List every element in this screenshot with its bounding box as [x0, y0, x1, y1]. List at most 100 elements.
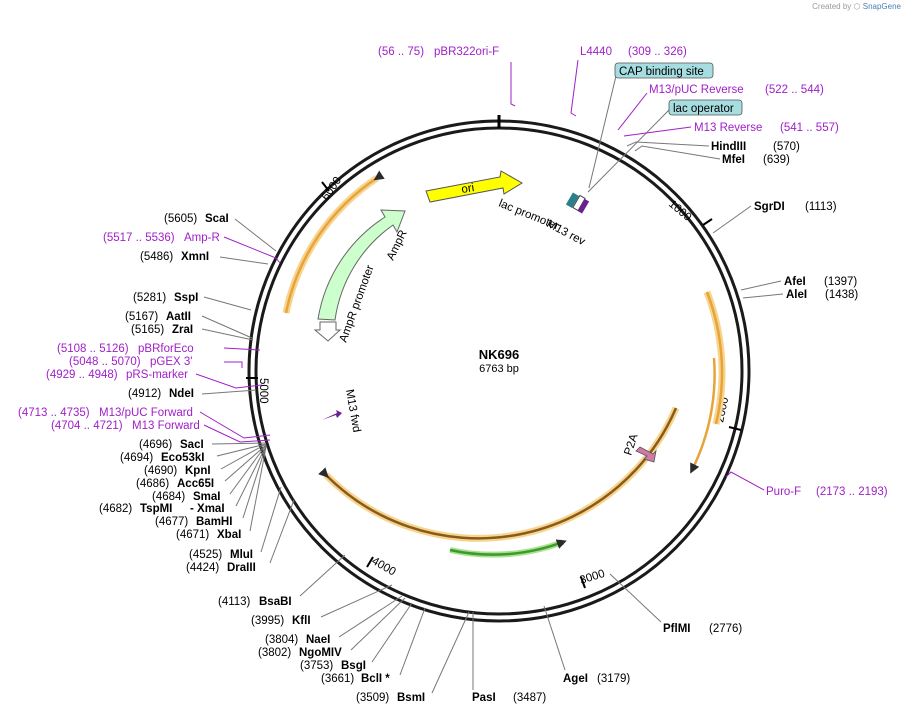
hindiii-leader — [626, 141, 710, 147]
tick-3000-mark — [580, 576, 586, 589]
pgex3-leader — [224, 361, 243, 368]
lac-promoter-feature — [565, 192, 579, 209]
l4440-range: (309 .. 326) — [628, 46, 687, 58]
bsabi-pos: (4113) — [218, 596, 251, 608]
draiii-leader — [269, 499, 295, 564]
l4440-leader — [570, 59, 579, 117]
pflmi-name: PflMI — [663, 623, 690, 635]
p2a-feature — [635, 446, 657, 463]
feature-arc-bottom — [318, 407, 678, 540]
feature-green — [449, 539, 567, 556]
xbai-name: XbaI — [217, 529, 241, 541]
agei-pos: (3179) — [597, 673, 630, 685]
tick-4000: 4000 — [370, 555, 398, 578]
ori-label: ori — [461, 182, 476, 196]
sgrdi-leader — [712, 205, 752, 234]
afei-name: AfeI — [784, 276, 806, 288]
acc65i-name: Acc65I — [177, 478, 214, 490]
afei-pos: (1397) — [824, 276, 857, 288]
ngomiv-name: NgoMIV — [299, 647, 342, 659]
bsgi-pos: (3753) — [300, 660, 333, 672]
bsmi-pos: (3509) — [356, 692, 389, 704]
scai-name: ScaI — [205, 213, 229, 225]
bsmi-leader — [431, 611, 470, 694]
sgrdi-name: SgrDI — [754, 201, 785, 213]
m13-rev-feature — [577, 198, 590, 214]
mlui-leader — [260, 486, 282, 553]
m13puc-reverse-range: (522 .. 544) — [765, 84, 824, 96]
m13puc-forward-range: (4713 .. 4735) — [18, 407, 90, 419]
amp-r-range: (5517 .. 5536) — [103, 232, 175, 244]
alei-name: AleI — [786, 289, 807, 301]
pflmi-pos: (2776) — [709, 623, 742, 635]
afei-leader — [740, 280, 782, 291]
kpni-name: KpnI — [185, 465, 211, 477]
alei-leader — [742, 293, 784, 299]
bamhi-pos: (4677) — [155, 516, 188, 528]
m13-reverse-range: (541 .. 557) — [780, 122, 839, 134]
mlui-pos: (4525) — [189, 549, 222, 561]
draiii-pos: (4424) — [186, 562, 219, 574]
agei-leader — [543, 605, 566, 671]
mfei-leader — [634, 145, 721, 160]
feature-arc-right-inner — [690, 357, 716, 474]
ngomiv-pos: (3802) — [258, 647, 291, 659]
acc65i-pos: (4686) — [136, 478, 169, 490]
bsgi-name: BsgI — [341, 660, 366, 672]
amp-r-leader — [223, 236, 281, 264]
l4440-name: L4440 — [580, 46, 612, 58]
cap-binding-site-box — [614, 62, 714, 79]
ampr-label: AmpR — [385, 228, 410, 262]
ndei-leader — [201, 389, 257, 395]
xmni-leader — [219, 256, 269, 265]
lac-operator-label: lac operator — [673, 103, 734, 115]
puro-f-range: (2173 .. 2193) — [816, 486, 888, 498]
xbai-pos: (4671) — [176, 529, 209, 541]
ampr-feature — [317, 209, 406, 321]
credit: Created by ⬡ SnapGene — [812, 2, 901, 11]
m13-fwd-feature — [322, 410, 342, 420]
cap-binding-site-label: CAP binding site — [619, 66, 704, 78]
pbr322ori-name: pBR322ori-F — [434, 46, 499, 58]
m13-forward-name: M13 Forward — [132, 420, 200, 432]
pasi-pos: (3487) — [513, 692, 546, 704]
tick-6000-mark — [321, 181, 330, 192]
m13-forward-range: (4704 .. 4721) — [51, 420, 123, 432]
ndei-name: NdeI — [169, 388, 194, 400]
sspi-name: SspI — [174, 292, 198, 304]
smai-name: SmaI — [193, 491, 221, 503]
pasi-name: PasI — [472, 692, 496, 704]
m13puc-forward-leader — [199, 411, 271, 439]
puro-f-name: Puro-F — [766, 486, 801, 498]
sgrdi-pos: (1113) — [805, 201, 837, 213]
credit-prefix: Created by — [812, 2, 852, 11]
aatii-name: AatII — [166, 311, 191, 323]
bcli-leader — [399, 607, 426, 676]
puro-f-leader — [725, 471, 765, 491]
ndei-pos: (4912) — [128, 388, 161, 400]
amp-r-name: Amp-R — [184, 232, 220, 244]
m13puc-reverse-name: M13/pUC Reverse — [649, 84, 744, 96]
tick-4000-mark — [366, 556, 374, 568]
ampr-promoter-feature — [313, 321, 342, 342]
lac-operator-box — [668, 99, 743, 116]
m13-forward-leader — [203, 424, 271, 443]
pbr322ori-leader — [510, 62, 516, 107]
agei-name: AgeI — [563, 673, 588, 685]
feature-arc-left — [284, 170, 385, 314]
mfei-name: MfeI — [722, 154, 745, 166]
pbrforeco-range: (5108 .. 5126) — [57, 343, 129, 355]
tick-1000-mark — [702, 218, 713, 226]
saci-pos: (4696) — [139, 439, 172, 451]
pflmi-leader — [609, 573, 662, 623]
eco53ki-pos: (4694) — [120, 452, 153, 464]
m13-rev-label: M13 rev — [545, 218, 588, 248]
pgex3-name: pGEX 3' — [150, 356, 192, 368]
aatii-pos: (5167) — [125, 311, 158, 323]
bamhi-name: BamHI — [196, 516, 232, 528]
feature-arc-right — [705, 291, 724, 425]
kfli-leader — [320, 584, 393, 618]
sspi-leader — [203, 296, 252, 311]
bcli-name: BclI * — [361, 673, 390, 685]
